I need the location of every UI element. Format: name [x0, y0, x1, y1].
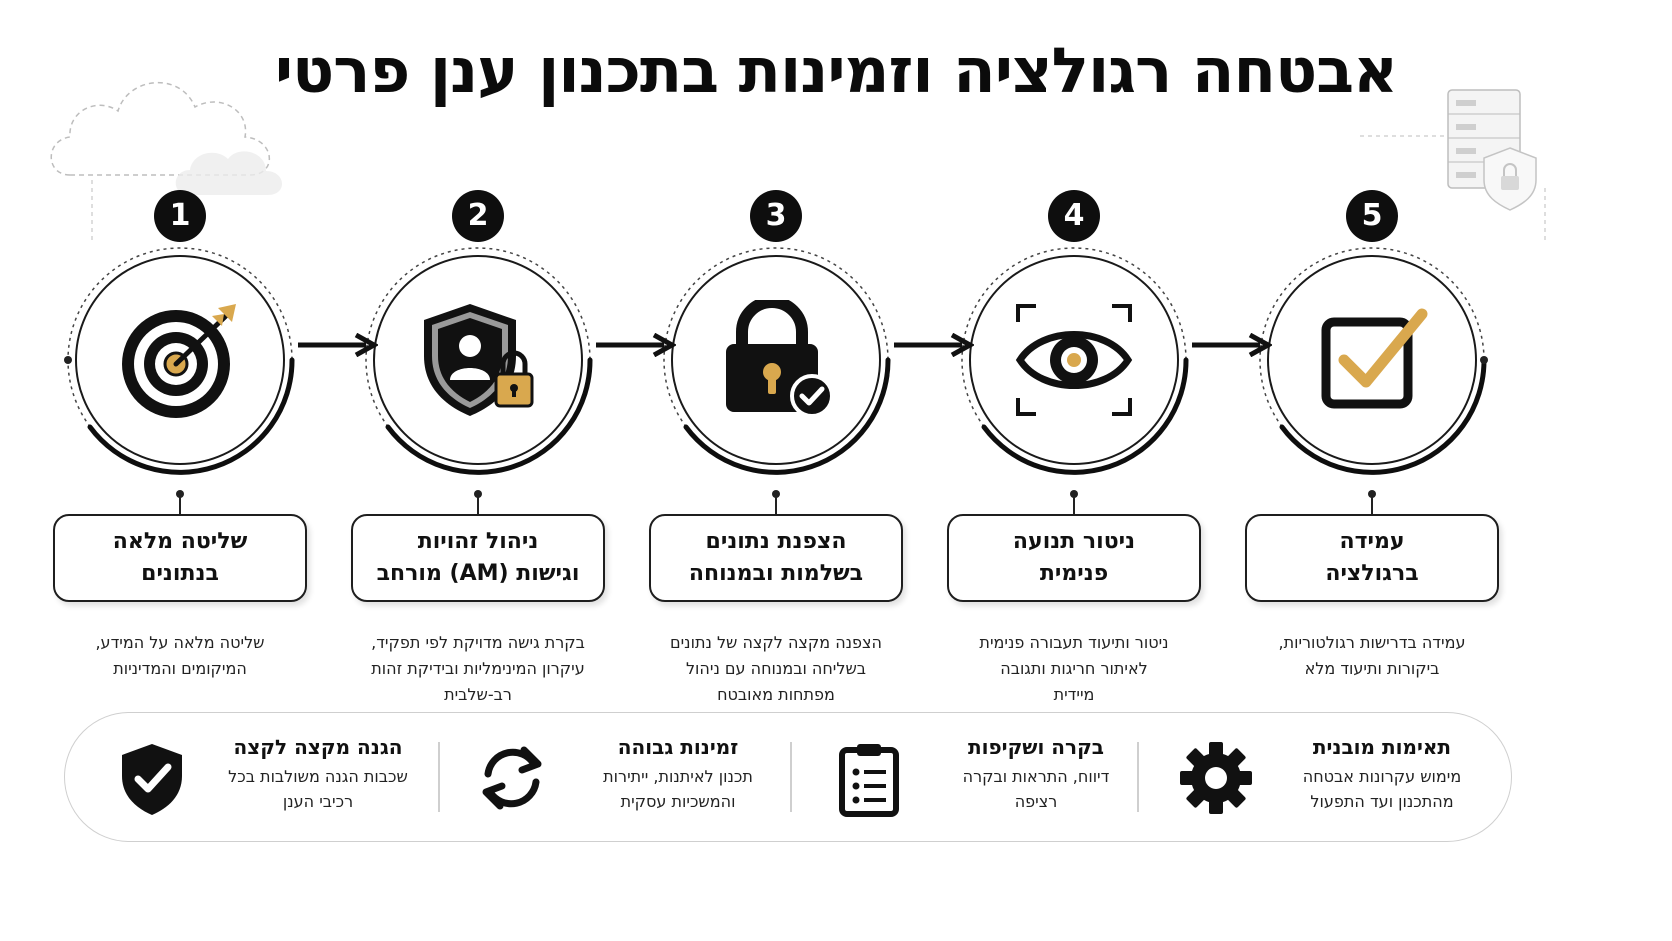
progress-ring: [1259, 247, 1488, 475]
step-number: 4: [1048, 190, 1100, 242]
step-label-line: פנימית: [1039, 561, 1109, 586]
step-3: 3 הצפנת נתונים בשלמות ובמנוחה הצפנה מקצה…: [626, 190, 926, 710]
connector-line: [474, 490, 482, 514]
arrow-right-icon: [298, 333, 378, 357]
connector-line: [1368, 490, 1376, 514]
feature-title: זמינות גבוהה: [617, 735, 739, 759]
step-4: 4 ניטור תנועה פנימית ניטור ותיעוד תעבורה…: [924, 190, 1224, 710]
desc-line: בשליחה ובמנוחה עם ניהול: [685, 659, 867, 678]
step-description: בקרת גישה מדויקת לפי תפקיד, עיקרון המיני…: [338, 630, 618, 708]
step-label-line: בשלמות ובמנוחה: [688, 561, 864, 586]
feature-high-availability: זמינות גבוהה תכנון לאיתנות, ייתירות והמש…: [472, 730, 802, 830]
step-label-box: ניהול זהויות וגישות (AM) מורחב: [351, 514, 605, 602]
checkbox-check-icon: [1321, 308, 1428, 409]
step-label-line: הצפנת נתונים: [705, 529, 847, 554]
shield-user-lock-icon: [424, 304, 534, 416]
clipboard-list-icon: [839, 744, 899, 817]
desc-line: תכנון לאיתנות, ייתירות: [603, 767, 753, 786]
features-bar: [64, 712, 1512, 842]
connector-line: [772, 490, 780, 514]
padlock-check-icon: [726, 300, 834, 418]
features-divider: [438, 742, 440, 812]
step-label-line: ניהול זהויות: [417, 529, 539, 554]
desc-line: לאיתור חריגות ותגובה: [1000, 659, 1148, 678]
step-label-line: ניטור תנועה: [1012, 529, 1136, 554]
progress-ring: [365, 247, 593, 475]
feature-description: מימוש עקרונות אבטחה מהתכנון ועד התפעול: [1262, 764, 1502, 814]
progress-ring: [961, 247, 1189, 475]
step-label-box: עמידה ברגולציה: [1245, 514, 1499, 602]
feature-title: הגנה מקצה לקצה: [233, 735, 403, 759]
desc-line: עמידה בדרישות רגולטוריות,: [1278, 633, 1466, 652]
desc-line: הצפנה מקצה לקצה של נתונים: [669, 633, 882, 652]
step-description: ניטור ותיעוד תעבורה פנימית לאיתור חריגות…: [934, 630, 1214, 708]
desc-line: מהתכנון ועד התפעול: [1310, 792, 1454, 811]
desc-line: והמשכיות עסקית: [620, 792, 736, 811]
progress-ring: [663, 247, 891, 475]
feature-title: תאימות מובנית: [1312, 735, 1452, 759]
eye-focus-icon: [1015, 304, 1133, 416]
desc-line: שליטה מלאה על המידע,: [95, 633, 265, 652]
step-5: 5 עמידה ברגולציה עמידה בדרישות רגולטוריו…: [1222, 190, 1522, 710]
feature-control-transparency: בקרה ושקיפות דיווח, התראות ובקרה רציפה: [830, 730, 1160, 830]
desc-line: מימוש עקרונות אבטחה: [1302, 767, 1462, 786]
connector-line: [176, 490, 184, 514]
desc-line: שכבות הגנה משולבות בכל: [228, 767, 408, 786]
step-label-line: עמידה: [1339, 529, 1405, 554]
server-lock-decoration-icon: [1360, 89, 1546, 243]
feature-text: בקרה ושקיפות דיווח, התראות ובקרה רציפה: [916, 730, 1156, 814]
page-title: אבטחה רגולציה וזמינות בתכנון ענן פרטי: [274, 34, 1398, 107]
feature-description: דיווח, התראות ובקרה רציפה: [916, 764, 1156, 814]
features-divider: [1137, 742, 1139, 812]
feature-text: זמינות גבוהה תכנון לאיתנות, ייתירות והמש…: [558, 730, 798, 814]
feature-text: תאימות מובנית מימוש עקרונות אבטחה מהתכנו…: [1262, 730, 1502, 814]
desc-line: רציפה: [1014, 792, 1058, 811]
feature-title: בקרה ושקיפות: [968, 735, 1104, 759]
step-description: עמידה בדרישות רגולטוריות, ביקורות ותיעוד…: [1232, 630, 1512, 682]
step-label-box: ניטור תנועה פנימית: [947, 514, 1201, 602]
step-label-box: הצפנת נתונים בשלמות ובמנוחה: [649, 514, 903, 602]
shield-check-icon: [122, 744, 182, 815]
desc-line: בקרת גישה מדויקת לפי תפקיד,: [371, 633, 585, 652]
desc-line: דיווח, התראות ובקרה: [962, 767, 1110, 786]
desc-line: עיקרון המינימליות ובידיקת זהות: [371, 659, 585, 678]
desc-line: מפתחות מאובטח: [717, 685, 835, 704]
feature-end-to-end: הגנה מקצה לקצה שכבות הגנה משולבות בכל רכ…: [112, 730, 442, 830]
step-number: 5: [1346, 190, 1398, 242]
desc-line: המיקומים והמדיניות: [113, 659, 247, 678]
step-2: 2 ניהול זהויות וגישות (AM) מורחב בקרת גי…: [328, 190, 628, 710]
cloud-decoration-icon: [50, 82, 283, 240]
step-number: 1: [154, 190, 206, 242]
feature-description: תכנון לאיתנות, ייתירות והמשכיות עסקית: [558, 764, 798, 814]
step-label-line: בנתונים: [141, 561, 219, 586]
feature-built-in-compliance: תאימות מובנית מימוש עקרונות אבטחה מהתכנו…: [1176, 730, 1506, 830]
step-1: 1 שליטה מלאה בנתונים שליטה מלאה על המידע…: [30, 190, 330, 710]
gear-icon: [1180, 742, 1252, 814]
progress-ring: [64, 247, 295, 475]
feature-text: הגנה מקצה לקצה שכבות הגנה משולבות בכל רכ…: [198, 730, 438, 814]
step-label-line: שליטה מלאה: [112, 529, 248, 554]
step-description: שליטה מלאה על המידע, המיקומים והמדיניות: [40, 630, 320, 682]
step-label-line: וגישות (AM) מורחב: [376, 561, 580, 586]
desc-line: רכיבי הענן: [282, 792, 354, 811]
desc-line: ביקורות ותיעוד מלא: [1304, 659, 1440, 678]
step-description: הצפנה מקצה לקצה של נתונים בשליחה ובמנוחה…: [636, 630, 916, 708]
step-label-box: שליטה מלאה בנתונים: [53, 514, 307, 602]
desc-line: מיידית: [1053, 685, 1095, 704]
step-number: 2: [452, 190, 504, 242]
features-divider: [790, 742, 792, 812]
arrow-right-icon: [596, 333, 676, 357]
feature-description: שכבות הגנה משולבות בכל רכיבי הענן: [198, 764, 438, 814]
step-label-line: ברגולציה: [1325, 561, 1419, 586]
connector-line: [1070, 490, 1078, 514]
arrow-right-icon: [894, 333, 974, 357]
target-arrow-icon: [122, 304, 236, 418]
arrow-right-icon: [1192, 333, 1272, 357]
desc-line: רב-שלבית: [444, 685, 512, 704]
step-number: 3: [750, 190, 802, 242]
refresh-cycle-icon: [482, 746, 542, 810]
desc-line: ניטור ותיעוד תעבורה פנימית: [979, 633, 1169, 652]
